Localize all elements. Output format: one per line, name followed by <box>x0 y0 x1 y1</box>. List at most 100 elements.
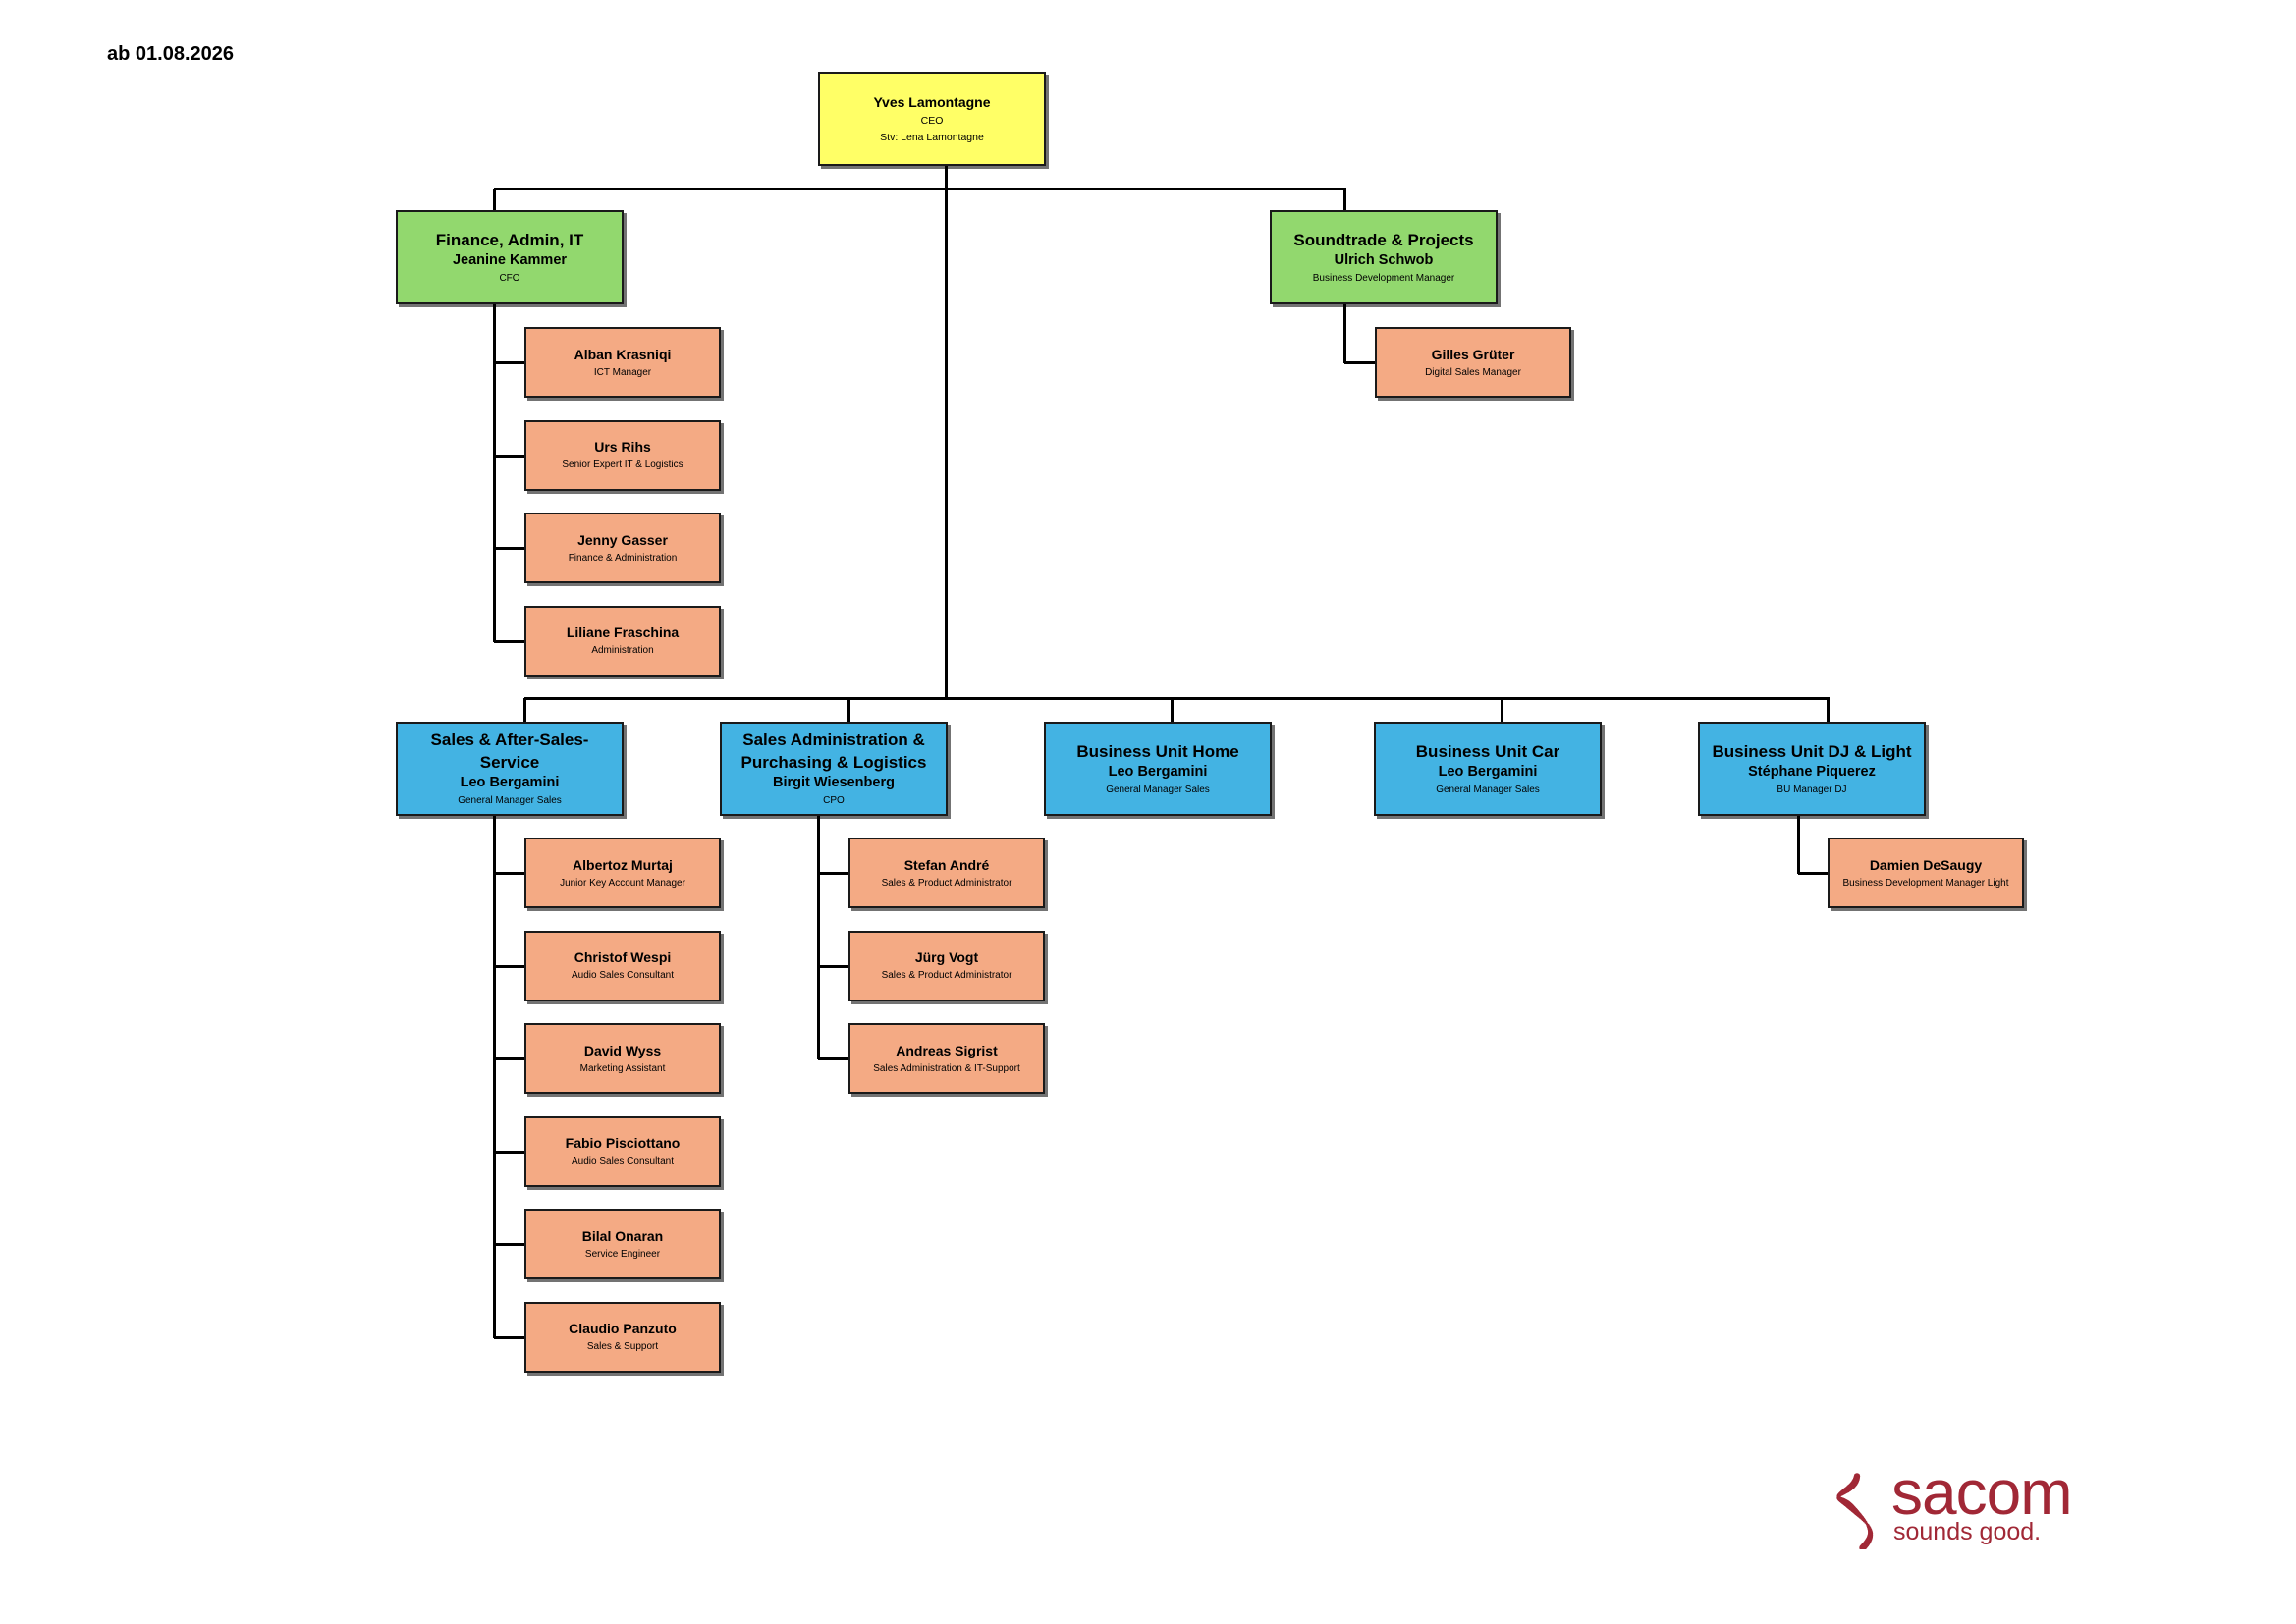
logo-wordmark: sacom <box>1891 1457 2072 1528</box>
connector-line <box>523 698 526 723</box>
employee-role: Business Development Manager Light <box>1842 877 2009 889</box>
department-title: Business Unit Home <box>1076 741 1239 761</box>
connector-line <box>1343 189 1346 211</box>
connector-line <box>1171 698 1174 723</box>
ceo-role: CEO <box>920 114 944 127</box>
connector-line <box>494 1335 526 1339</box>
department-head: Stéphane Piquerez <box>1748 764 1876 781</box>
logo-tagline: sounds good. <box>1893 1518 2042 1545</box>
connector-line <box>818 1057 850 1060</box>
connector-line <box>494 964 526 968</box>
connector-line <box>818 964 850 968</box>
department-title: Sales Administration & Purchasing & Logi… <box>740 731 927 772</box>
logo-mark-icon <box>1836 1473 1874 1549</box>
department-head: Leo Bergamini <box>1108 764 1208 781</box>
connector-line <box>494 872 526 875</box>
employee-role: Senior Expert IT & Logistics <box>562 460 683 471</box>
department-head-role: CFO <box>499 272 520 284</box>
employee-name: Urs Rihs <box>594 439 651 456</box>
connector-line <box>494 639 526 643</box>
employee-name: Albertoz Murtaj <box>573 856 673 873</box>
department-title: Business Unit DJ & Light <box>1712 741 1912 761</box>
department-title: Soundtrade & Projects <box>1293 230 1474 249</box>
employee-name: Gilles Grüter <box>1431 346 1515 362</box>
employee-role: ICT Manager <box>593 366 652 378</box>
department-head-role: BU Manager DJ <box>1777 784 1847 795</box>
employee-role: Audio Sales Consultant <box>572 1156 674 1167</box>
department-head: Leo Bergamini <box>460 775 560 791</box>
employee-role: Audio Sales Consultant <box>572 970 674 982</box>
connector-line <box>493 189 496 211</box>
department-title: Finance, Admin, IT <box>435 230 584 249</box>
employee-role: Marketing Assistant <box>579 1062 666 1074</box>
ceo-name: Yves Lamontagne <box>873 93 991 110</box>
department-title: Business Unit Car <box>1415 741 1560 761</box>
employee-role: Sales & Product Administrator <box>881 877 1012 889</box>
department-title: Sales & After-Sales-Service <box>430 731 589 772</box>
connector-line <box>1501 698 1503 723</box>
connector-line <box>1797 816 1800 874</box>
department-head-role: General Manager Sales <box>1436 784 1540 795</box>
company-logo: sacom sounds good. <box>1821 1461 2135 1549</box>
connector-line <box>494 1150 526 1154</box>
logo-dot <box>1859 1543 1867 1549</box>
connector-line <box>817 816 820 1059</box>
employee-role: Sales Administration & IT-Support <box>873 1062 1020 1074</box>
connector-line <box>493 816 496 1338</box>
department-head-role: CPO <box>823 795 845 807</box>
connector-line <box>1798 872 1830 875</box>
department-head-role: General Manager Sales <box>458 795 562 807</box>
employee-role: Administration <box>591 645 654 657</box>
employee-role: Digital Sales Manager <box>1425 366 1521 378</box>
connector-line <box>945 166 948 699</box>
employee-role: Finance & Administration <box>568 552 678 564</box>
connector-line <box>1343 304 1346 363</box>
employee-role: Sales & Support <box>586 1341 659 1353</box>
employee-name: Andreas Sigrist <box>896 1042 998 1058</box>
employee-role: Junior Key Account Manager <box>560 877 685 889</box>
employee-name: Bilal Onaran <box>581 1227 664 1244</box>
employee-name: Damien DeSaugy <box>1869 856 1983 873</box>
connector-line <box>1344 361 1377 364</box>
connector-line <box>847 698 850 723</box>
employee-name: Liliane Fraschina <box>566 624 680 641</box>
employee-role: Sales & Product Administrator <box>881 970 1012 982</box>
connector-line <box>1827 698 1830 723</box>
department-head-role: Business Development Manager <box>1312 272 1455 284</box>
connector-line <box>494 188 1346 190</box>
employee-name: Jürg Vogt <box>914 949 979 966</box>
connector-line <box>818 872 850 875</box>
connector-line <box>524 697 1830 700</box>
connector-line <box>494 547 526 550</box>
employee-name: Christof Wespi <box>574 949 672 966</box>
department-head: Leo Bergamini <box>1438 764 1538 781</box>
connector-line <box>494 361 526 364</box>
connector-line <box>494 1057 526 1060</box>
employee-name: Stefan André <box>903 856 990 873</box>
department-head: Ulrich Schwob <box>1334 252 1434 269</box>
employee-name: Fabio Pisciottano <box>565 1135 681 1152</box>
employee-name: Claudio Panzuto <box>569 1321 677 1337</box>
employee-name: David Wyss <box>583 1042 662 1058</box>
ceo-deputy: Stv: Lena Lamontagne <box>880 132 984 144</box>
